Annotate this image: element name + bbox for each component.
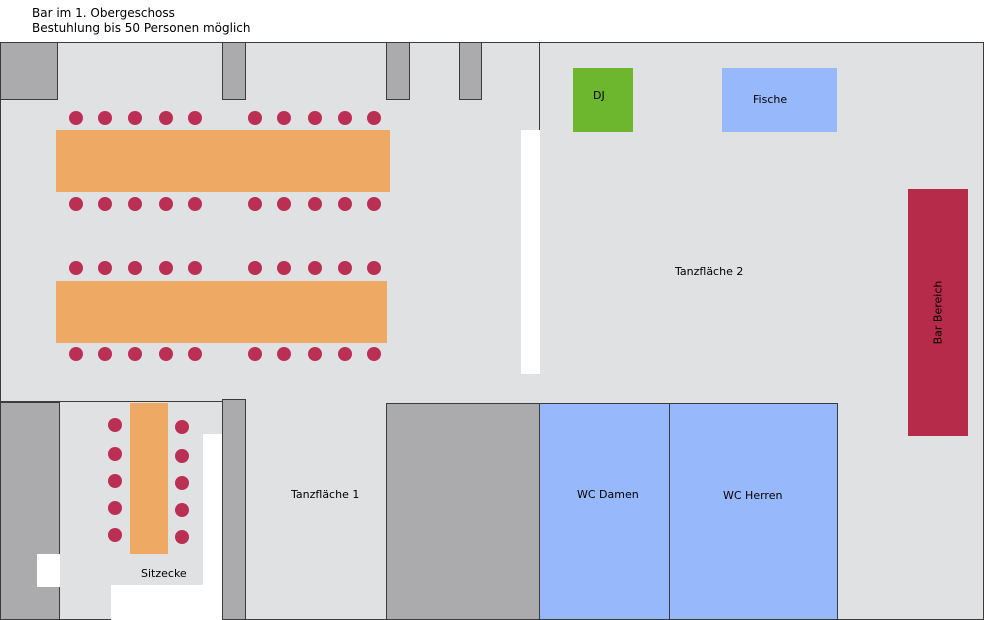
chair bbox=[69, 261, 83, 275]
chair bbox=[175, 449, 189, 463]
long-table-2 bbox=[56, 281, 387, 343]
chair bbox=[367, 197, 381, 211]
wc-damen-label: WC Damen bbox=[577, 488, 639, 501]
chair bbox=[188, 347, 202, 361]
chair bbox=[108, 528, 122, 542]
chair bbox=[367, 347, 381, 361]
wall-block-bottom-center bbox=[386, 403, 540, 620]
chair bbox=[188, 261, 202, 275]
chair bbox=[98, 261, 112, 275]
chair bbox=[69, 197, 83, 211]
wall-block-top-left bbox=[0, 42, 58, 100]
chair bbox=[108, 501, 122, 515]
white-block-small bbox=[37, 554, 60, 587]
chair bbox=[248, 197, 262, 211]
pillar-top-3 bbox=[459, 42, 482, 100]
pillar-bottom bbox=[222, 399, 246, 620]
chair bbox=[248, 261, 262, 275]
fische-label: Fische bbox=[753, 93, 788, 106]
chair bbox=[69, 347, 83, 361]
chair bbox=[98, 111, 112, 125]
dj-label: DJ bbox=[593, 89, 605, 102]
fische-area bbox=[722, 68, 837, 132]
chair bbox=[108, 447, 122, 461]
chair bbox=[277, 347, 291, 361]
plan-header: Bar im 1. Obergeschoss Bestuhlung bis 50… bbox=[32, 6, 251, 36]
chair bbox=[338, 197, 352, 211]
chair bbox=[277, 111, 291, 125]
chair bbox=[338, 347, 352, 361]
room-divider-horizontal bbox=[0, 401, 222, 402]
chair bbox=[338, 111, 352, 125]
wc-damen bbox=[539, 403, 670, 620]
wc-herren-label: WC Herren bbox=[723, 489, 783, 502]
long-table-1 bbox=[56, 130, 390, 192]
pillar-top-1 bbox=[222, 42, 246, 100]
plan-subtitle: Bestuhlung bis 50 Personen möglich bbox=[32, 21, 251, 35]
sitzecke-label: Sitzecke bbox=[141, 567, 187, 580]
plan-title: Bar im 1. Obergeschoss bbox=[32, 6, 175, 20]
sitzecke-partition-vertical bbox=[203, 434, 222, 620]
sitzecke-partition-horizontal bbox=[111, 585, 222, 620]
chair bbox=[159, 261, 173, 275]
chair bbox=[367, 111, 381, 125]
bar-label: Bar Bereich bbox=[931, 280, 945, 345]
chair bbox=[277, 197, 291, 211]
chair bbox=[175, 503, 189, 517]
chair bbox=[108, 418, 122, 432]
chair bbox=[159, 347, 173, 361]
chair bbox=[308, 111, 322, 125]
tanzflaeche-2-label: Tanzfläche 2 bbox=[675, 265, 744, 278]
chair bbox=[248, 347, 262, 361]
chair bbox=[277, 261, 291, 275]
pillar-top-2 bbox=[386, 42, 410, 100]
chair bbox=[338, 261, 352, 275]
chair bbox=[308, 347, 322, 361]
chair bbox=[308, 197, 322, 211]
wall-block-bottom-left bbox=[0, 402, 60, 620]
bar-area: Bar Bereich bbox=[908, 189, 968, 436]
chair bbox=[128, 197, 142, 211]
chair bbox=[98, 197, 112, 211]
chair bbox=[69, 111, 83, 125]
chair bbox=[308, 261, 322, 275]
dj-booth bbox=[573, 68, 633, 132]
chair bbox=[128, 261, 142, 275]
chair bbox=[108, 474, 122, 488]
tanzflaeche-1-label: Tanzfläche 1 bbox=[291, 488, 360, 501]
chair bbox=[175, 420, 189, 434]
chair bbox=[175, 530, 189, 544]
chair bbox=[188, 111, 202, 125]
chair bbox=[98, 347, 112, 361]
sitzecke-table bbox=[130, 403, 168, 554]
chair bbox=[188, 197, 202, 211]
chair bbox=[128, 111, 142, 125]
chair bbox=[248, 111, 262, 125]
chair bbox=[175, 476, 189, 490]
partition-wall bbox=[521, 130, 540, 374]
chair bbox=[128, 347, 142, 361]
chair bbox=[159, 111, 173, 125]
wc-herren bbox=[669, 403, 838, 620]
chair bbox=[159, 197, 173, 211]
chair bbox=[367, 261, 381, 275]
